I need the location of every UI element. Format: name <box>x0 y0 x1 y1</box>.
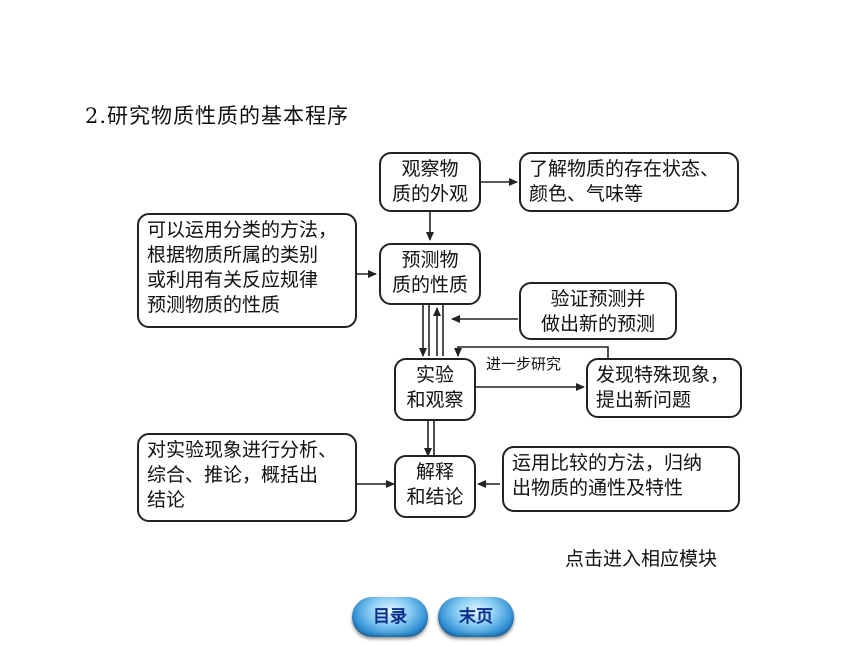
enter-module-link[interactable]: 点击进入相应模块 <box>565 548 718 570</box>
page-title: 2.研究物质性质的基本程序 <box>85 104 350 128</box>
box-discover-line-1: 发现特殊现象， <box>596 364 730 386</box>
box-observe-line-2: 质的外观 <box>391 183 468 205</box>
box-classify-method: 可以运用分类的方法， 根据物质所属的类别 或利用有关反应规律 预测物质的性质 <box>137 213 357 328</box>
box-discover-phenomena: 发现特殊现象， 提出新问题 <box>586 358 742 418</box>
toc-button[interactable]: 目录 <box>352 597 428 637</box>
box-classify-line-4: 预测物质的性质 <box>147 294 281 316</box>
box-understand-state: 了解物质的存在状态、 颜色、气味等 <box>519 152 739 212</box>
box-analyze-line-1: 对实验现象进行分析、 <box>147 439 338 461</box>
box-experiment-observe: 实验 和观察 <box>394 358 476 421</box>
box-explain-line-2: 和结论 <box>406 486 464 508</box>
box-verify-line-2: 做出新的预测 <box>540 313 655 335</box>
box-predict-properties: 预测物 质的性质 <box>379 243 481 305</box>
box-understand-line-2: 颜色、气味等 <box>529 183 644 205</box>
box-discover-line-2: 提出新问题 <box>596 389 692 411</box>
box-observe-appearance: 观察物 质的外观 <box>379 152 481 212</box>
box-classify-line-3: 或利用有关反应规律 <box>147 269 319 291</box>
box-classify-line-1: 可以运用分类的方法， <box>147 219 338 241</box>
box-verify-prediction: 验证预测并 做出新的预测 <box>519 282 677 340</box>
last-page-button[interactable]: 末页 <box>438 597 514 637</box>
box-explain-conclude: 解释 和结论 <box>394 455 476 518</box>
box-predict-line-2: 质的性质 <box>391 274 468 296</box>
box-observe-line-1: 观察物 <box>401 158 459 180</box>
box-compare-line-2: 出物质的通性及特性 <box>512 477 684 499</box>
label-further-research: 进一步研究 <box>484 353 564 374</box>
arrow-further-research <box>454 346 609 358</box>
box-analyze-line-3: 结论 <box>147 489 186 511</box>
box-compare-line-1: 运用比较的方法，归纳 <box>512 452 703 474</box>
box-compare-method: 运用比较的方法，归纳 出物质的通性及特性 <box>502 446 740 512</box>
box-analyze-line-2: 综合、推论，概括出 <box>147 464 319 486</box>
box-classify-line-2: 根据物质所属的类别 <box>147 244 319 266</box>
box-experiment-line-2: 和观察 <box>406 389 464 411</box>
box-analyze-phenomena: 对实验现象进行分析、 综合、推论，概括出 结论 <box>137 433 357 522</box>
box-understand-line-1: 了解物质的存在状态、 <box>529 158 720 180</box>
box-explain-line-1: 解释 <box>415 461 454 483</box>
box-predict-line-1: 预测物 <box>401 249 459 271</box>
box-experiment-line-1: 实验 <box>415 364 454 386</box>
box-verify-line-1: 验证预测并 <box>550 288 646 310</box>
